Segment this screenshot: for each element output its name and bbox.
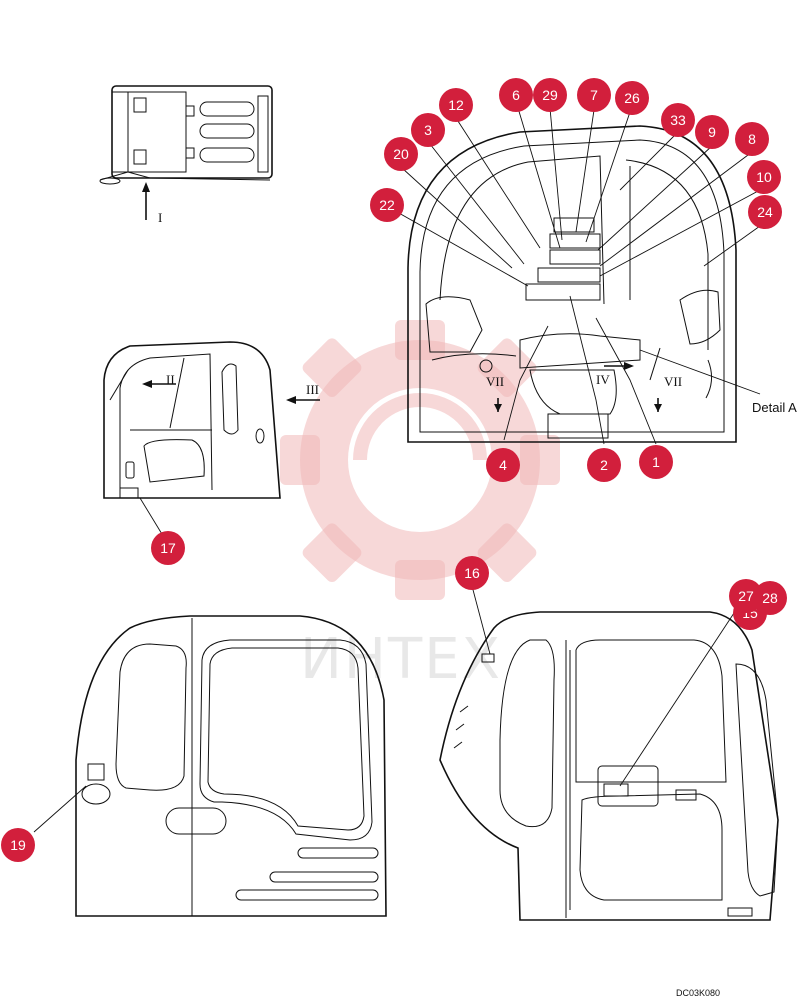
svg-text:7: 7 <box>590 87 598 103</box>
callout-6: 6 <box>499 78 533 112</box>
svg-text:1: 1 <box>652 454 660 470</box>
callout-19: 19 <box>1 828 35 862</box>
cab-interior-rear-view: VII VII IV Detail A <box>407 125 797 443</box>
svg-text:27: 27 <box>738 588 754 604</box>
callout-27: 27 <box>729 579 763 613</box>
svg-text:6: 6 <box>512 87 520 103</box>
callout-8: 8 <box>735 122 769 156</box>
cab-side-view: II III <box>103 341 320 499</box>
callout-3: 3 <box>411 113 445 147</box>
svg-text:12: 12 <box>448 97 464 113</box>
svg-text:20: 20 <box>393 146 409 162</box>
view-label-vii-right: VII <box>664 374 682 389</box>
callout-12: 12 <box>439 88 473 122</box>
callout-7: 7 <box>577 78 611 112</box>
svg-text:8: 8 <box>748 131 756 147</box>
watermark-logo: ИНТЕХ <box>280 320 560 692</box>
svg-text:33: 33 <box>670 112 686 128</box>
svg-text:24: 24 <box>757 204 773 220</box>
drawing-code: DC03K080 <box>676 988 720 998</box>
callout-4: 4 <box>486 448 520 482</box>
callout-24: 24 <box>748 195 782 229</box>
detail-a-label: Detail A <box>752 400 797 415</box>
svg-text:17: 17 <box>160 540 176 556</box>
svg-text:28: 28 <box>762 590 778 606</box>
callout-33: 33 <box>661 103 695 137</box>
view-label-i: I <box>158 210 162 225</box>
callout-9: 9 <box>695 115 729 149</box>
svg-text:19: 19 <box>10 837 26 853</box>
callout-29: 29 <box>533 78 567 112</box>
callout-20: 20 <box>384 137 418 171</box>
view-label-iv: IV <box>596 372 610 387</box>
cab-top-view: I <box>99 85 273 225</box>
callout-16: 16 <box>455 556 489 590</box>
svg-text:10: 10 <box>756 169 772 185</box>
view-label-iii: III <box>306 382 319 397</box>
callout-17: 17 <box>151 531 185 565</box>
svg-text:9: 9 <box>708 124 716 140</box>
cab-exterior-view <box>75 615 387 917</box>
leader-lines <box>33 107 761 833</box>
callout-2: 2 <box>587 448 621 482</box>
cab-door-interior-view <box>439 611 779 921</box>
view-label-ii: II <box>166 372 175 387</box>
svg-text:2: 2 <box>600 457 608 473</box>
svg-text:4: 4 <box>499 457 507 473</box>
svg-text:22: 22 <box>379 197 395 213</box>
callout-26: 26 <box>615 81 649 115</box>
svg-text:29: 29 <box>542 87 558 103</box>
watermark-text: ИНТЕХ <box>300 627 502 692</box>
svg-text:16: 16 <box>464 565 480 581</box>
svg-text:26: 26 <box>624 90 640 106</box>
callout-1: 1 <box>639 445 673 479</box>
svg-text:3: 3 <box>424 122 432 138</box>
view-label-vii-left: VII <box>486 374 504 389</box>
callout-22: 22 <box>370 188 404 222</box>
callout-10: 10 <box>747 160 781 194</box>
